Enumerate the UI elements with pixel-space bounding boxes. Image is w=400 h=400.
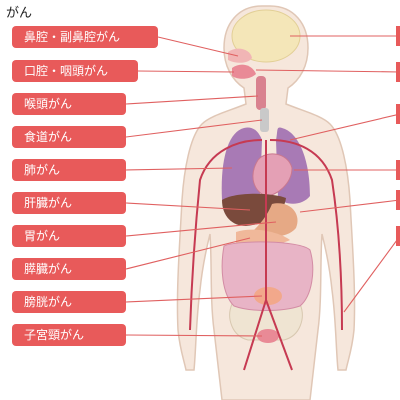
label-oral-pharyngeal-cancer[interactable]: 口腔・咽頭がん (12, 60, 138, 82)
brain (231, 9, 301, 63)
cancer-label-list: 鼻腔・副鼻腔がん 口腔・咽頭がん 喉頭がん 食道がん 肺がん 肝臓がん 胃がん … (12, 26, 160, 356)
uterus (257, 329, 279, 343)
label-lung-cancer[interactable]: 肺がん (12, 159, 126, 181)
leader-lines-right (255, 35, 400, 313)
page-title: がん (6, 6, 33, 21)
left-lung (221, 127, 262, 205)
label-bladder-cancer[interactable]: 膀胱がん (12, 291, 126, 313)
label-laryngeal-cancer[interactable]: 喉頭がん (12, 93, 126, 115)
label-esophageal-cancer[interactable]: 食道がん (12, 126, 126, 148)
right-label-stubs (396, 26, 400, 246)
label-liver-cancer[interactable]: 肝臓がん (12, 192, 126, 214)
bladder (254, 287, 282, 305)
label-stomach-cancer[interactable]: 胃がん (12, 225, 126, 247)
larynx (256, 76, 266, 110)
label-pancreatic-cancer[interactable]: 膵臓がん (12, 258, 126, 280)
stomach (254, 203, 298, 237)
intestines (221, 241, 314, 311)
heart (252, 153, 293, 197)
oral-cavity (232, 64, 256, 79)
nasal-cavity (228, 48, 252, 63)
body-silhouette (176, 5, 356, 400)
label-nasal-cancer[interactable]: 鼻腔・副鼻腔がん (12, 26, 158, 48)
trachea (260, 108, 269, 132)
liver (222, 193, 286, 226)
arteries (189, 139, 343, 371)
right-lung (276, 127, 310, 204)
label-cervical-cancer[interactable]: 子宮頸がん (12, 324, 126, 346)
pancreas (236, 229, 290, 247)
